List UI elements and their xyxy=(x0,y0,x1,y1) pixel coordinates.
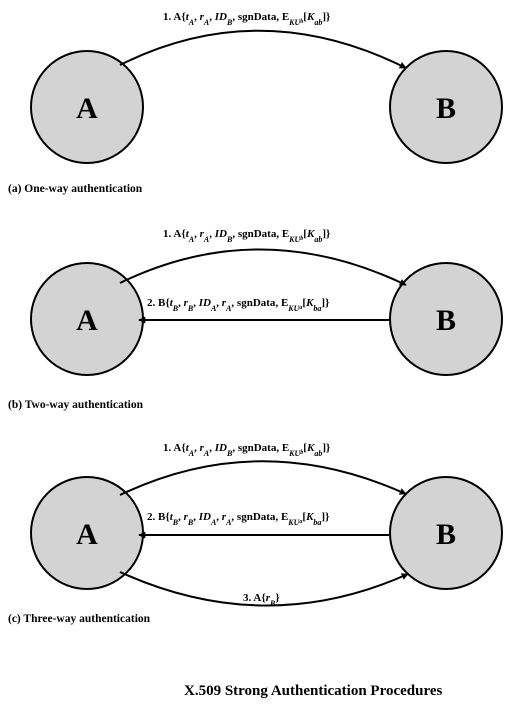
panel-three-way: A B 1. A{tA, rA, IDB, sgnData, EKUb[Kab]… xyxy=(30,442,503,608)
panel-two-way: A B 1. A{tA, rA, IDB, sgnData, EKUb[Kab]… xyxy=(30,228,503,376)
node-b xyxy=(389,476,503,590)
node-a-label: A xyxy=(76,92,98,125)
arrow-msg1 xyxy=(119,248,407,286)
figure-title: X.509 Strong Authentication Procedures xyxy=(184,683,443,699)
node-b-label: B xyxy=(436,92,456,125)
message-3-label: 3. A{rB} xyxy=(243,592,280,608)
message-1-label: 1. A{tA, rA, IDB, sgnData, EKUb[Kab]} xyxy=(163,11,330,27)
caption-one-way: (a) One-way authentication xyxy=(8,183,143,195)
node-b xyxy=(389,262,503,376)
message-1-label: 1. A{tA, rA, IDB, sgnData, EKUb[Kab]} xyxy=(163,442,330,458)
node-b xyxy=(389,50,503,164)
node-a-label: A xyxy=(76,304,98,337)
message-2-label: 2. B{tB, rB, IDA, rA, sgnData, EKUa[Kba]… xyxy=(147,297,329,313)
message-1-label: 1. A{tA, rA, IDB, sgnData, EKUb[Kab]} xyxy=(163,228,330,244)
arrow-msg1 xyxy=(119,29,407,69)
node-a xyxy=(30,50,144,164)
caption-three-way: (c) Three-way authentication xyxy=(8,613,151,625)
node-a-label: A xyxy=(76,518,98,551)
arrow-msg1 xyxy=(119,460,407,496)
caption-two-way: (b) Two-way authentication xyxy=(8,399,144,411)
message-2-label: 2. B{tB, rB, IDA, rA, sgnData, EKUa[Kba]… xyxy=(147,511,329,527)
panel-one-way: A B 1. A{tA, rA, IDB, sgnData, EKUb[Kab]… xyxy=(30,11,503,164)
node-b-label: B xyxy=(436,518,456,551)
node-b-label: B xyxy=(436,304,456,337)
arrow-msg3 xyxy=(119,571,409,607)
